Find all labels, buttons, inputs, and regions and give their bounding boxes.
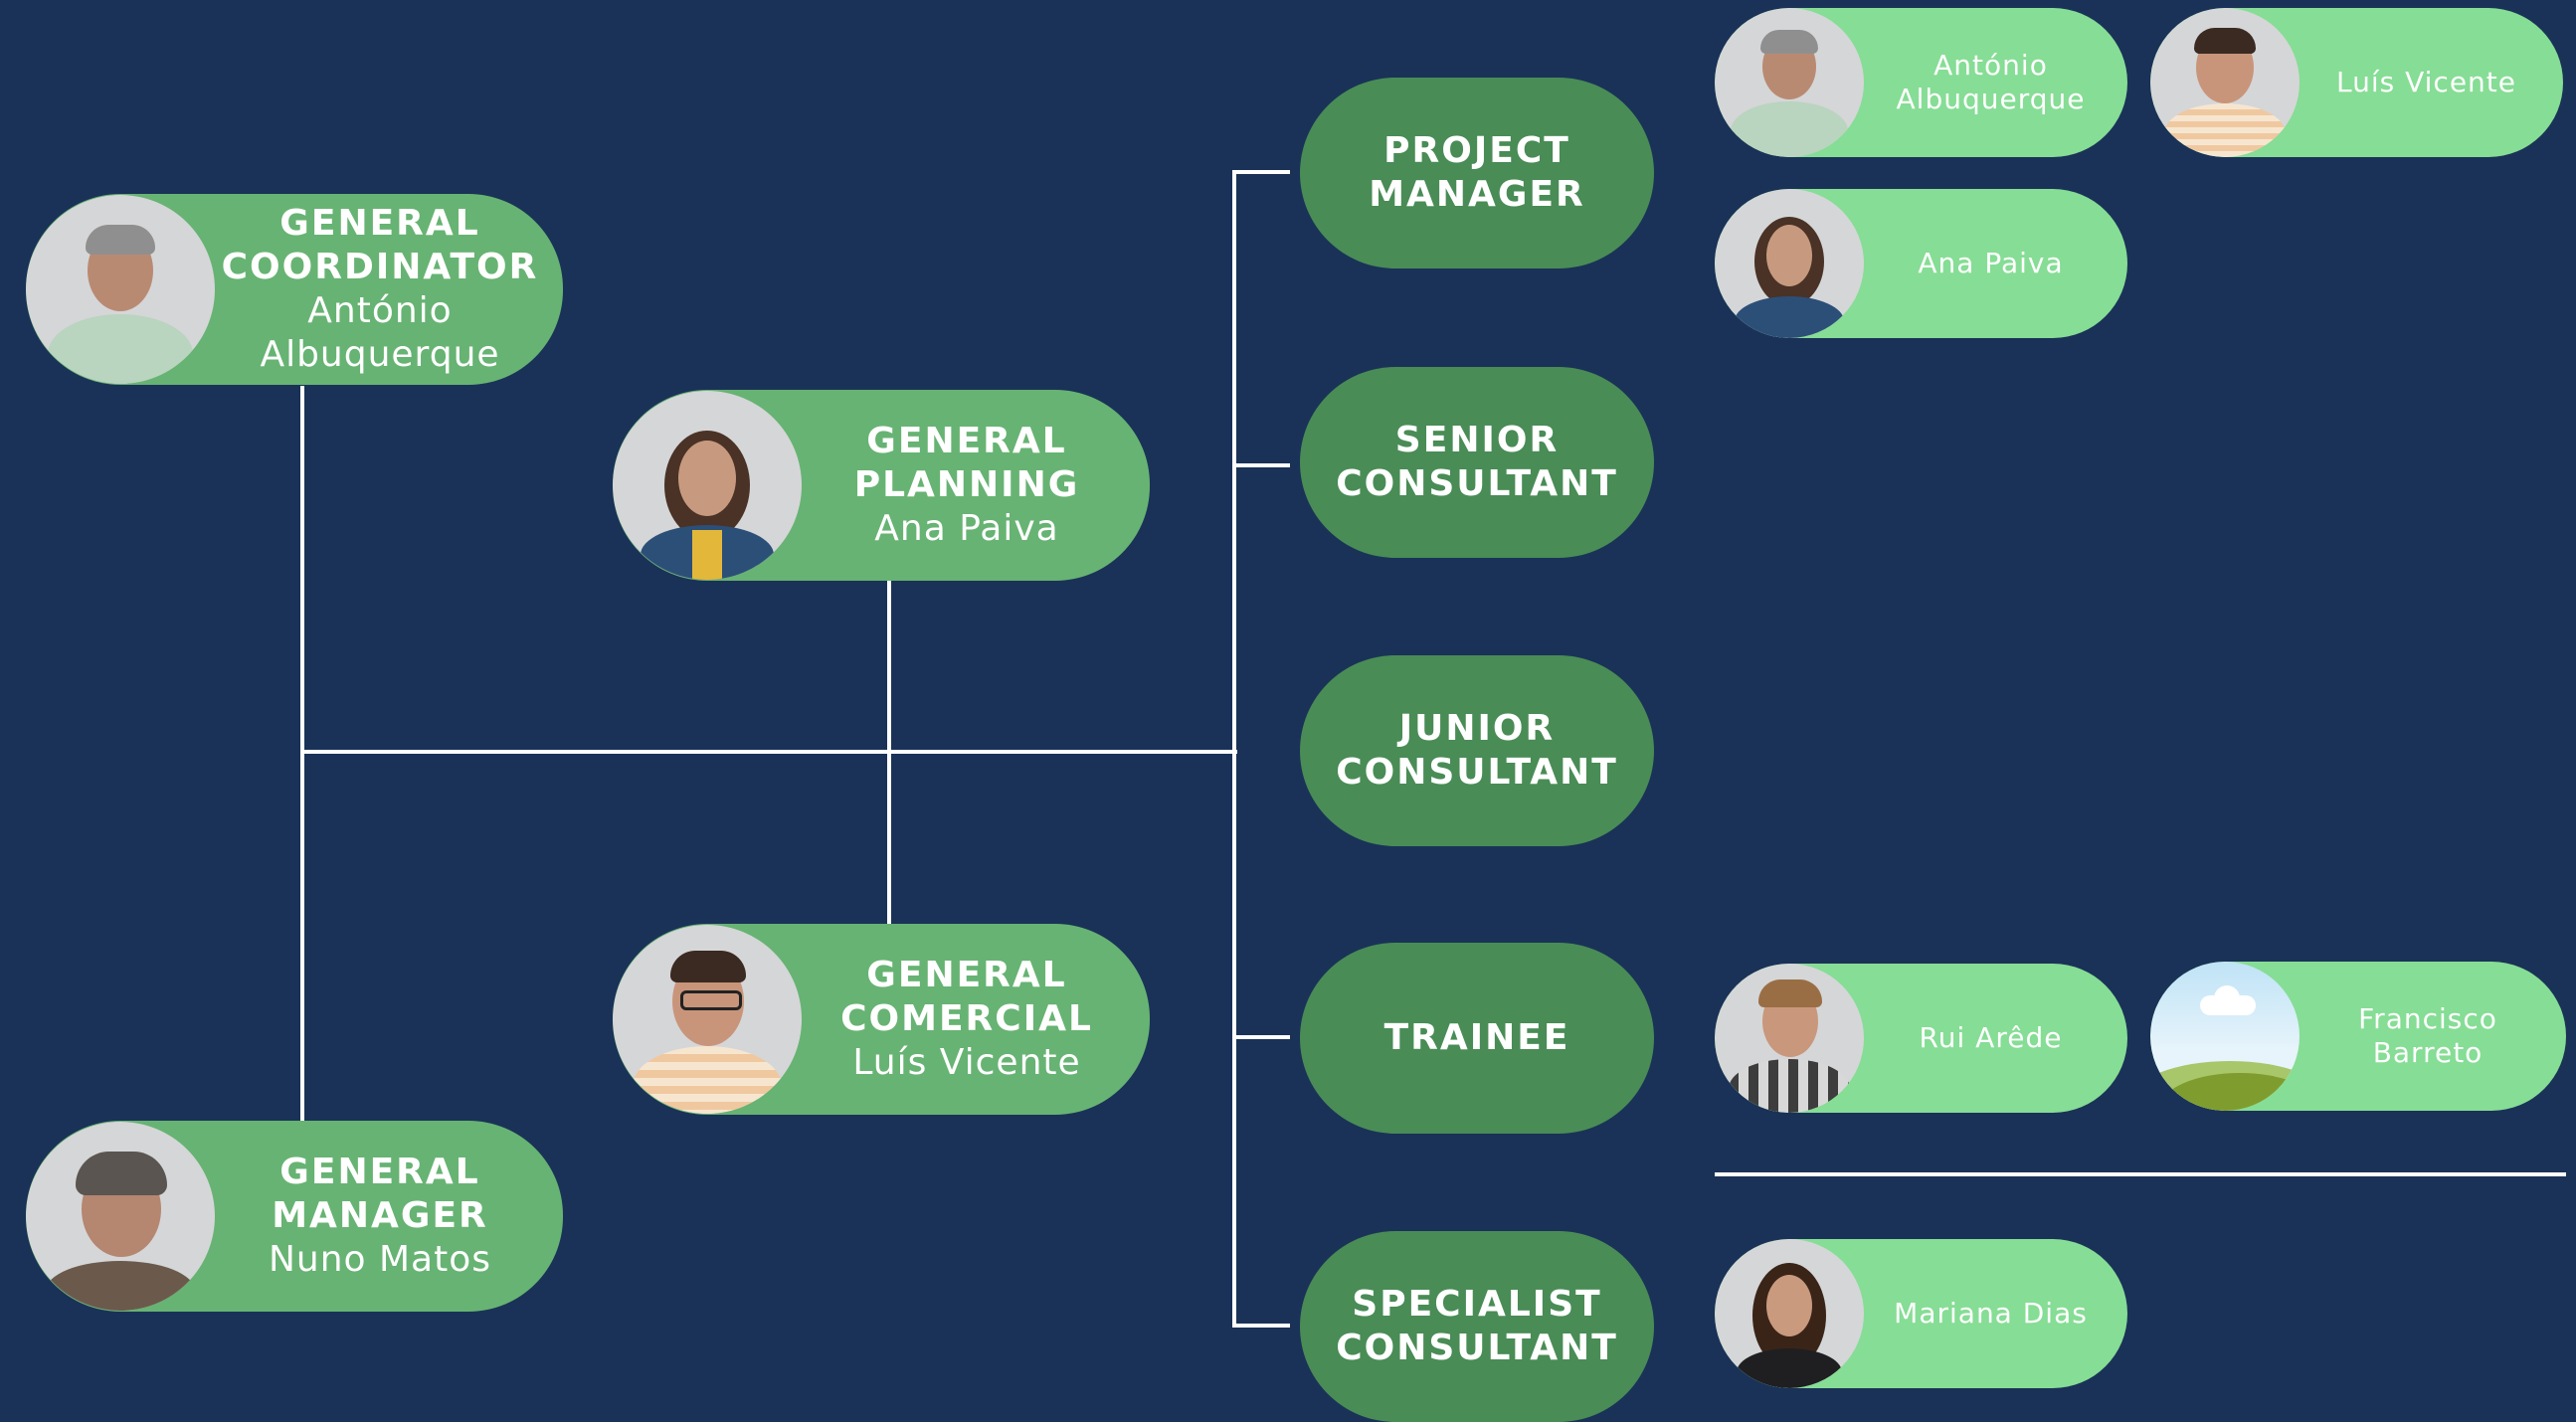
role-line1: TRAINEE — [1383, 1017, 1570, 1058]
connector-horizontal-main — [300, 750, 1237, 754]
person-photo-nuno — [26, 1122, 215, 1311]
role-line1: SENIOR — [1394, 420, 1560, 460]
leader-name-line1: Ana Paiva — [874, 508, 1059, 549]
member-francisco-barreto: Francisco Barreto — [2150, 962, 2566, 1111]
person-photo-luis — [613, 925, 802, 1114]
leader-role-line1: GENERAL — [279, 203, 480, 244]
connector-coordinator-vertical — [300, 386, 304, 1122]
leader-name-line1: Luís Vicente — [852, 1042, 1081, 1083]
role-line2: CONSULTANT — [1336, 752, 1618, 793]
landscape-placeholder-icon — [2150, 962, 2300, 1111]
leader-general-coordinator: GENERAL COORDINATOR António Albuquerque — [26, 194, 563, 385]
member-ana-paiva: Ana Paiva — [1715, 189, 2127, 338]
role-line1: SPECIALIST — [1352, 1284, 1602, 1325]
role-line2: MANAGER — [1369, 174, 1585, 215]
connector-branch-specialist — [1232, 1324, 1290, 1328]
connector-branch-senior — [1232, 463, 1290, 467]
person-photo-luis — [2150, 8, 2300, 157]
person-photo-ana — [1715, 189, 1864, 338]
member-name-line1: Luís Vicente — [2335, 66, 2516, 98]
member-name-line1: António — [1933, 49, 2048, 82]
leader-name-line1: Nuno Matos — [268, 1239, 492, 1280]
member-name-line1: Rui Arêde — [1919, 1021, 2063, 1054]
person-photo-antonio — [1715, 8, 1864, 157]
leader-role-line1: GENERAL — [866, 421, 1067, 461]
member-name-line1: Mariana Dias — [1894, 1297, 2088, 1330]
connector-branch-project-manager — [1232, 170, 1290, 174]
leader-name-line2: Albuquerque — [260, 334, 500, 375]
role-line1: JUNIOR — [1398, 708, 1556, 749]
leader-general-manager: GENERAL MANAGER Nuno Matos — [26, 1121, 563, 1312]
person-photo-ana — [613, 391, 802, 580]
connector-branch-trainee — [1232, 1035, 1290, 1039]
person-photo-antonio — [26, 195, 215, 384]
leader-general-planning: GENERAL PLANNING Ana Paiva — [613, 390, 1150, 581]
connector-roles-spine — [1232, 170, 1236, 1328]
member-rui-arede: Rui Arêde — [1715, 964, 2127, 1113]
leader-role-line1: GENERAL — [279, 1152, 480, 1192]
leader-role-line2: MANAGER — [272, 1195, 488, 1236]
leader-role-line2: COORDINATOR — [221, 247, 539, 287]
role-line1: PROJECT — [1383, 130, 1570, 171]
person-photo-mariana — [1715, 1239, 1864, 1388]
leader-role-line1: GENERAL — [866, 955, 1067, 995]
member-luis-vicente: Luís Vicente — [2150, 8, 2563, 157]
leader-role-line2: PLANNING — [853, 464, 1080, 505]
leader-name-line1: António — [307, 290, 453, 331]
member-mariana-dias: Mariana Dias — [1715, 1239, 2127, 1388]
person-photo-rui — [1715, 964, 1864, 1113]
leader-role-line2: COMERCIAL — [840, 998, 1093, 1039]
role-line2: CONSULTANT — [1336, 463, 1618, 504]
leader-general-comercial: GENERAL COMERCIAL Luís Vicente — [613, 924, 1150, 1115]
member-name-line1: Ana Paiva — [1918, 247, 2064, 279]
member-name-line1: Francisco Barreto — [2358, 1002, 2497, 1069]
separator-line — [1715, 1172, 2566, 1176]
role-line2: CONSULTANT — [1336, 1328, 1618, 1368]
connector-planning-vertical — [887, 579, 891, 925]
member-name-line2: Albuquerque — [1896, 83, 2086, 115]
role-trainee: TRAINEE — [1300, 943, 1654, 1134]
